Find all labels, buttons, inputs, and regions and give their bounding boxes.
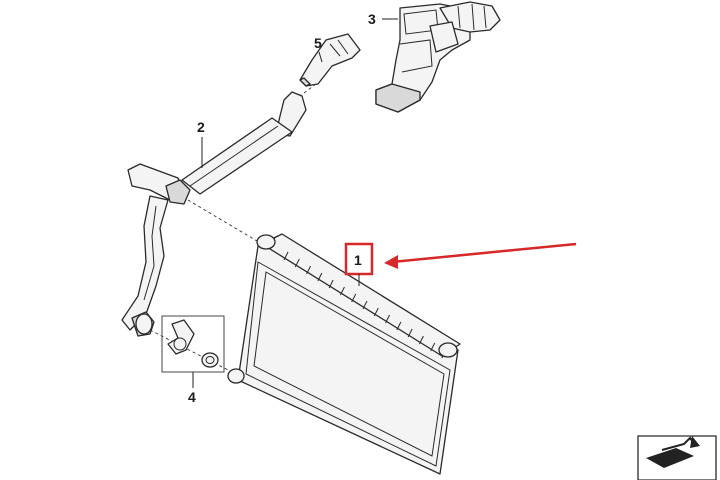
callout-label-3: 3	[368, 11, 376, 27]
callout-label-1: 1	[354, 252, 362, 268]
clamp-kit-part	[161, 315, 225, 373]
fin-mark	[328, 279, 334, 289]
fin-mark	[351, 293, 357, 303]
fin-mark	[294, 258, 300, 268]
fin-mark	[373, 307, 379, 317]
hose-pipe-part	[121, 91, 307, 337]
fin-mark	[306, 265, 312, 275]
callout-label-2: 2	[197, 119, 205, 135]
fin-mark	[362, 300, 368, 310]
callout-label-4: 4	[188, 389, 196, 405]
fin-mark	[418, 335, 424, 345]
fin-mark	[283, 251, 289, 261]
callout-label-5: 5	[314, 35, 322, 51]
view-orientation-icon	[637, 435, 717, 480]
fin-mark	[430, 342, 436, 352]
fin-mark	[396, 321, 402, 331]
connector-sleeve-part	[299, 33, 361, 87]
heater-fins	[283, 251, 447, 359]
fin-mark	[407, 328, 413, 338]
callout-1: 1	[344, 242, 374, 286]
fin-mark	[339, 286, 345, 296]
fin-mark	[317, 272, 323, 282]
alignment-line	[187, 199, 263, 245]
callout-2: 2	[197, 119, 205, 168]
callout-4: 4	[188, 372, 196, 405]
valve-block-part	[375, 1, 501, 113]
fin-mark	[385, 314, 391, 324]
highlight-arrow	[384, 242, 577, 269]
callout-5: 5	[314, 35, 323, 63]
callout-3: 3	[368, 11, 398, 27]
heater-core-part	[227, 233, 461, 475]
